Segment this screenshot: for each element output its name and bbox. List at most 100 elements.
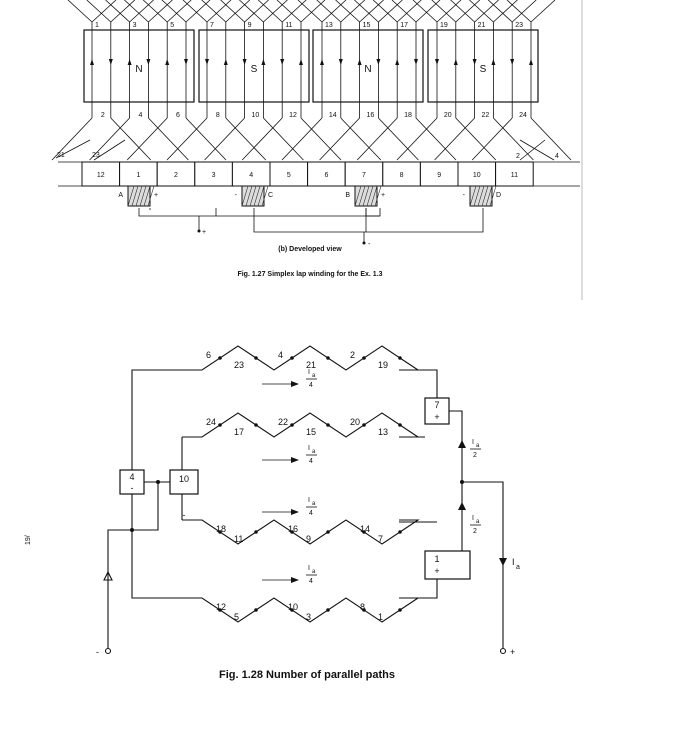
commutator-box-1: 1 +	[424, 550, 471, 580]
commutator-wire	[471, 117, 513, 161]
brush-hatch	[241, 185, 249, 207]
commutator-wire	[185, 117, 227, 161]
commutator-wire	[378, 117, 419, 161]
current-direction-arrow	[223, 59, 228, 65]
top-conductor-number: 23	[515, 22, 523, 29]
segment-number: 7	[362, 172, 366, 179]
commutator-wire	[493, 117, 534, 161]
coil-label-upper: 16	[288, 524, 298, 534]
coil-label-upper: 8	[360, 602, 365, 612]
brush-hatch	[147, 185, 155, 207]
coil-label-upper: 2	[350, 350, 355, 360]
coil-arrow	[254, 608, 258, 612]
top-end-wire	[148, 0, 173, 23]
current-direction-arrow	[529, 59, 533, 65]
brush-hatch	[249, 185, 257, 207]
coil-label-lower: 1	[378, 612, 383, 622]
wire-junction-down	[132, 482, 159, 531]
current-direction-arrow	[320, 59, 324, 65]
svg-text:+: +	[434, 412, 439, 422]
commutator-wire	[281, 117, 323, 161]
current-direction-arrow	[491, 59, 496, 65]
coil-arrow	[290, 356, 294, 360]
positive-bus	[216, 208, 381, 217]
segment-number: 8	[400, 172, 404, 179]
commutator-wire	[396, 117, 438, 161]
segment-number: 9	[437, 172, 441, 179]
commutator-wire	[110, 117, 152, 161]
coil-arrow	[290, 423, 294, 427]
brush-hatch	[489, 185, 497, 207]
bottom-conductor-number: 10	[252, 112, 260, 119]
current-direction-arrow	[146, 59, 151, 65]
segment-number: 5	[287, 172, 291, 179]
current-direction-arrow	[299, 59, 303, 65]
current-direction-arrow	[414, 59, 418, 65]
coil-label-lower: 5	[234, 612, 239, 622]
coil-arrow	[326, 530, 330, 534]
top-end-connections	[67, 0, 556, 23]
bottom-conductor-number: 14	[329, 112, 337, 119]
coil-arrow	[218, 608, 222, 612]
wire-left-top	[131, 369, 182, 470]
commutator-wire	[166, 117, 208, 161]
top-end-wire	[506, 0, 532, 23]
branch-current-lower: I a 2	[470, 515, 481, 535]
top-end-wire	[201, 0, 227, 23]
top-end-wire	[469, 0, 494, 23]
top-end-wire	[530, 0, 556, 23]
top-conductor-number: 3	[133, 22, 137, 29]
commutator-box-10: 10 -	[169, 469, 199, 520]
path-current-arrowhead	[291, 509, 299, 515]
svg-text:2: 2	[473, 528, 477, 535]
brush-hatch	[131, 185, 139, 207]
brush-hatch	[143, 185, 151, 207]
coil-arrow	[218, 423, 222, 427]
commutator-wire	[434, 117, 475, 161]
segment-number: 2	[174, 172, 178, 179]
commutator-wire	[148, 117, 189, 161]
coil-label-lower: 15	[306, 427, 316, 437]
positive-terminal-128-label: +	[510, 647, 515, 657]
commutator-wire	[530, 117, 572, 161]
top-end-wire	[182, 0, 208, 23]
pole-box	[427, 29, 539, 103]
wire-box7-box1	[449, 410, 470, 552]
path-current-sub: a	[312, 373, 316, 379]
coil-arrow	[326, 356, 330, 360]
svg-text:7: 7	[434, 400, 439, 410]
top-end-wire	[244, 0, 269, 23]
coil-label-upper: 24	[206, 417, 216, 427]
coil-label-upper: 20	[350, 417, 360, 427]
brush-sign: -	[235, 192, 238, 199]
brush-hatch	[362, 185, 370, 207]
commutator-wire	[263, 117, 304, 161]
brush-label: C	[268, 192, 273, 199]
commutator-wire	[225, 117, 267, 161]
path-current-den: 4	[309, 458, 313, 465]
svg-text:I: I	[512, 557, 515, 567]
top-end-wire	[206, 0, 232, 23]
wire-right-top	[399, 369, 438, 398]
end-label-left-a: 21	[57, 152, 65, 159]
coil-label-upper: 22	[278, 417, 288, 427]
coil-arrow	[254, 530, 258, 534]
top-end-wire	[297, 0, 323, 23]
current-direction-arrow	[205, 59, 209, 65]
commutator-box-4: 4 -	[119, 469, 145, 495]
top-conductor-number: 7	[210, 22, 214, 29]
path-current-arrowhead	[291, 457, 299, 463]
brush-hatch	[245, 185, 253, 207]
svg-text:-: -	[131, 483, 134, 493]
commutator-segment	[269, 161, 309, 187]
coil-arrow	[218, 530, 222, 534]
bottom-conductor-number: 18	[404, 112, 412, 119]
coil-label-upper: 6	[206, 350, 211, 360]
top-conductor-number: 13	[325, 22, 333, 29]
coil-arrow	[398, 608, 402, 612]
brush-label: A	[118, 192, 123, 199]
coil-side-conductors	[90, 22, 533, 108]
brushes: A+C-B+D-	[118, 185, 501, 207]
bottom-conductor-number: 12	[289, 112, 297, 119]
